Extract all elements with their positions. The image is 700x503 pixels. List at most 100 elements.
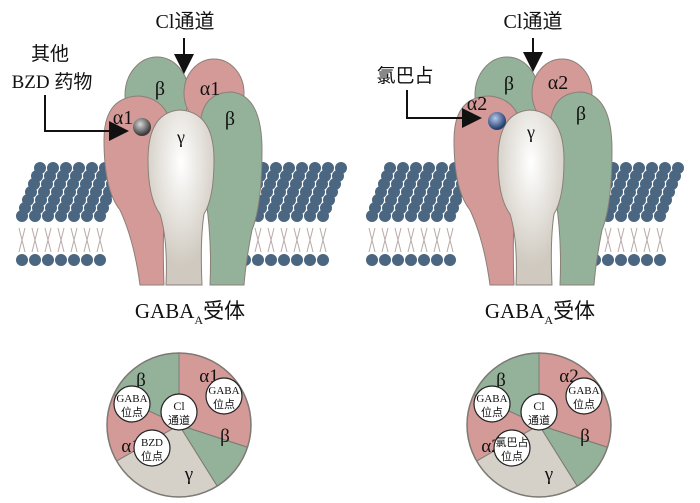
cl-channel-site-label-line2: 通道 xyxy=(528,413,550,427)
label-front-center: γ xyxy=(176,127,185,147)
gaba-site-left xyxy=(473,385,511,423)
receptor-label: GABAA受体 xyxy=(485,299,595,327)
segment-label: β xyxy=(220,426,230,447)
lipid-tail xyxy=(643,227,651,253)
drug-binding-site-label-line1: BZD xyxy=(141,437,163,449)
drug-label-line1: 氯巴占 xyxy=(376,65,433,87)
segment-label: γ xyxy=(544,464,553,485)
cl-channel-site-label-line2: 通道 xyxy=(168,413,190,427)
lipid-head xyxy=(16,254,28,266)
gaba-site-right-label-line1: GABA xyxy=(208,385,239,397)
gaba-site-left-label-line1: GABA xyxy=(476,393,507,405)
label-back-right: α1 xyxy=(200,78,220,100)
clobazam-binding-ball xyxy=(488,112,506,130)
lipid-head xyxy=(94,210,106,222)
lipid-tail xyxy=(446,227,454,253)
lipid-head xyxy=(654,254,666,266)
lipid-head xyxy=(291,254,303,266)
top-view-outline xyxy=(106,352,252,498)
lipid-head xyxy=(628,210,640,222)
lipid-tail xyxy=(630,227,638,253)
lipid-head xyxy=(431,254,443,266)
lipid-head xyxy=(392,254,404,266)
lipid-head xyxy=(392,210,404,222)
lipid-tail xyxy=(83,227,91,253)
lipid-head xyxy=(42,210,54,222)
lipid-head xyxy=(418,254,430,266)
lipid-head xyxy=(68,254,80,266)
segment-label: γ xyxy=(184,464,193,485)
lipid-head xyxy=(641,254,653,266)
receptor-side-view: β α1 α1 γ β xyxy=(103,56,263,286)
lipid-tail xyxy=(31,227,39,253)
subunit-front-center xyxy=(497,109,565,286)
lipid-tail xyxy=(381,227,389,253)
lipid-head xyxy=(444,254,456,266)
lipid-tail xyxy=(617,227,625,253)
drug-label-line2: BZD 药物 xyxy=(12,71,93,93)
cl-channel-label: Cl通道 xyxy=(504,10,563,33)
label-front-right: β xyxy=(225,108,235,130)
lipid-head xyxy=(68,210,80,222)
lipid-head xyxy=(81,210,93,222)
lipid-tail xyxy=(319,227,327,253)
cl-channel-site xyxy=(160,393,198,431)
lipid-head xyxy=(55,210,67,222)
label-front-center: γ xyxy=(526,122,535,142)
gaba-site-right-label-line1: GABA xyxy=(568,385,599,397)
label-back-left: β xyxy=(155,78,165,100)
subunit-front-center xyxy=(147,109,215,286)
cl-channel-label: Cl通道 xyxy=(156,10,215,33)
lipid-head xyxy=(16,210,28,222)
drug-binding-site-label-line2: 位点 xyxy=(501,449,523,463)
lipid-head xyxy=(641,210,653,222)
drug-arrow xyxy=(44,95,129,141)
gaba-site-left-label-line2: 位点 xyxy=(481,405,503,419)
drug-binding-site xyxy=(493,429,531,467)
lipid-head xyxy=(278,210,290,222)
lipid-tail xyxy=(293,227,301,253)
cl-channel-site xyxy=(520,393,558,431)
label-front-left: α1 xyxy=(113,107,133,129)
lipid-head xyxy=(431,210,443,222)
lipid-head xyxy=(55,254,67,266)
receptor-side-view: β α2 α2 γ β xyxy=(453,56,613,286)
lipid-head xyxy=(42,254,54,266)
lipid-tail xyxy=(433,227,441,253)
gaba-site-left xyxy=(113,385,151,423)
lipid-tail xyxy=(420,227,428,253)
lipid-tail xyxy=(44,227,52,253)
drug-binding-site-label-line1: 氯巴占 xyxy=(496,435,529,449)
segment-label: β xyxy=(496,370,506,391)
lipid-head xyxy=(405,210,417,222)
bzd-binding-ball xyxy=(133,118,151,136)
receptor-label: GABAA受体 xyxy=(135,299,245,327)
lipid-tail xyxy=(18,227,26,253)
lipid-tail xyxy=(57,227,65,253)
lipid-head xyxy=(615,254,627,266)
lipid-tail xyxy=(368,227,376,253)
lipid-head xyxy=(628,254,640,266)
label-back-left: β xyxy=(504,73,514,95)
gaba-site-right xyxy=(205,377,243,415)
gaba-site-left-label-line1: GABA xyxy=(116,393,147,405)
drug-label-line1: 其他 xyxy=(31,43,69,65)
lipid-head xyxy=(405,254,417,266)
top-view-outline xyxy=(466,352,612,498)
drug-binding-site-label-line2: 位点 xyxy=(141,449,163,463)
lipid-tail xyxy=(70,227,78,253)
cl-channel-site-label-line1: Cl xyxy=(533,399,545,413)
segment-label: β xyxy=(580,426,590,447)
lipid-tail xyxy=(96,227,104,253)
drug-arrow xyxy=(406,90,482,128)
lipid-head xyxy=(444,210,456,222)
label-front-right: β xyxy=(576,103,586,125)
lipid-head xyxy=(304,254,316,266)
drug-binding-site xyxy=(133,429,171,467)
lipid-tail xyxy=(267,227,275,253)
lipid-head xyxy=(379,210,391,222)
